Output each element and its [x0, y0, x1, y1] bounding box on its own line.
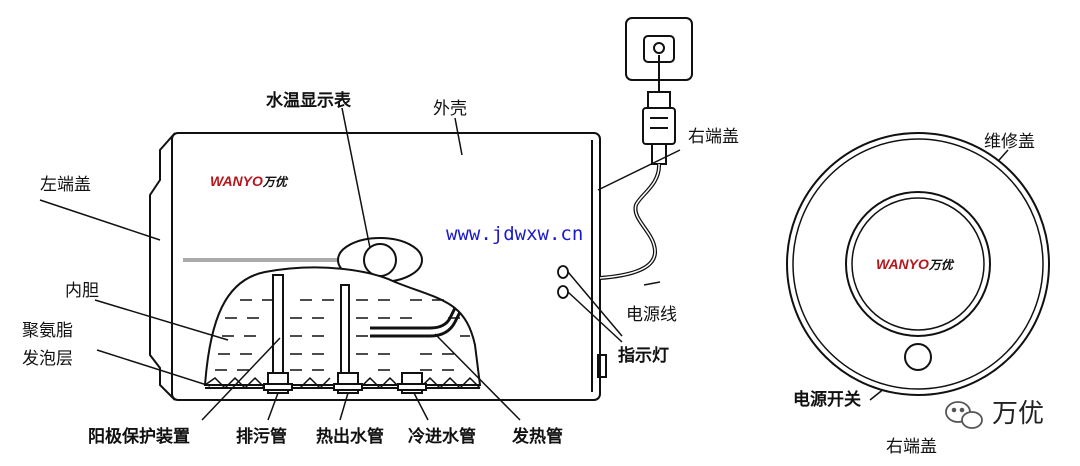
label-right-end-cap-view: 右端盖 — [886, 437, 937, 457]
indicator-lights — [557, 265, 569, 299]
label-pu-foam-1: 聚氨脂 — [22, 321, 73, 341]
label-right-end-cap: 右端盖 — [688, 127, 739, 147]
left-end-cap-shape — [149, 132, 176, 401]
outer-shell-shape — [171, 132, 601, 401]
watermark-url: www.jdwxw.cn — [446, 223, 583, 245]
label-hot-water-outlet: 热出水管 — [316, 426, 384, 447]
label-left-end-cap: 左端盖 — [40, 175, 91, 195]
label-outer-shell: 外壳 — [433, 99, 467, 119]
label-power-cord: 电源线 — [626, 305, 677, 325]
label-indicator-light: 指示灯 — [618, 345, 669, 366]
label-maintenance-cover: 维修盖 — [984, 132, 1035, 152]
label-inner-tank: 内胆 — [65, 281, 99, 301]
label-water-temp-display: 水温显示表 — [266, 90, 352, 111]
right-end-cap-view — [786, 132, 1050, 396]
label-heating-tube: 发热管 — [511, 426, 563, 447]
watermark-brand: 万优 — [992, 399, 1044, 429]
label-drain-pipe: 排污管 — [236, 426, 287, 447]
heater-body — [149, 132, 607, 401]
wall-socket-icon — [625, 17, 693, 81]
end-cap-brand-logo: WANYO万优 — [876, 256, 955, 272]
label-anode-protection: 阳极保护装置 — [88, 426, 190, 447]
heating-tube — [370, 307, 462, 338]
label-pu-foam-2: 发泡层 — [22, 349, 73, 369]
power-switch-button — [904, 343, 932, 371]
plug-icon — [642, 55, 676, 165]
brand-logo: WANYO万优 — [210, 173, 289, 189]
label-power-switch: 电源开关 — [793, 389, 861, 410]
wechat-icon — [945, 401, 983, 429]
power-cord — [599, 163, 662, 280]
tank-pipes — [263, 274, 427, 394]
label-cold-water-inlet: 冷进水管 — [408, 426, 476, 447]
